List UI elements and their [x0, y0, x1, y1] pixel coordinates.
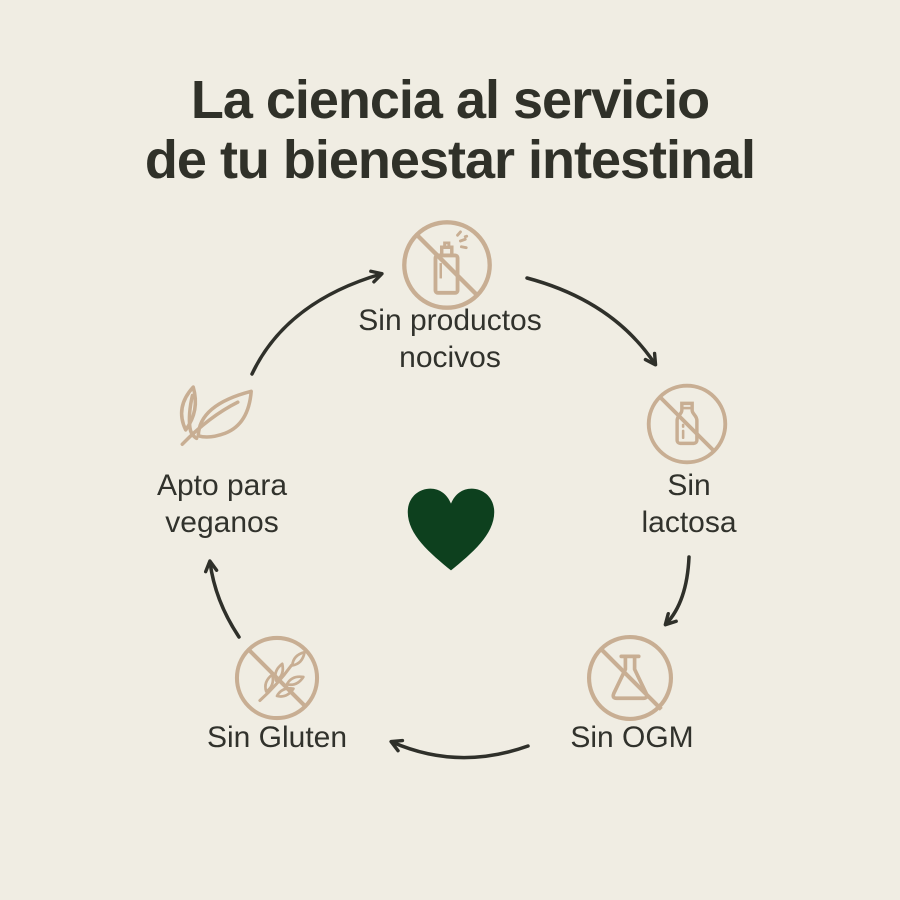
label-sin-lactosa: Sin lactosa	[641, 469, 737, 539]
leaves-icon	[149, 377, 261, 461]
label-sin-productos-nocivos: Sin productos nocivos	[358, 304, 542, 374]
page-title-line1: La ciencia al servicio	[190, 70, 710, 130]
label-sin-gluten: Sin Gluten	[206, 721, 348, 754]
label-sin-ogm: Sin OGM	[570, 721, 694, 754]
arrow-gluten-to-veganos	[203, 559, 241, 639]
no-wheat-icon	[232, 633, 322, 723]
arrow-lactosa-to-ogm	[663, 555, 691, 627]
arrow-ogm-to-gluten	[389, 738, 530, 760]
label-apto-para-veganos: Apto para veganos	[156, 469, 288, 539]
no-chemical-flask-icon	[584, 632, 676, 724]
heart-icon	[404, 485, 498, 573]
no-spray-can-icon	[399, 217, 495, 313]
page-title-line2: de tu bienestar intestinal	[144, 130, 756, 191]
no-milk-bottle-icon	[644, 381, 730, 467]
page-title: La ciencia al servicio de tu bienestar i…	[0, 70, 900, 191]
